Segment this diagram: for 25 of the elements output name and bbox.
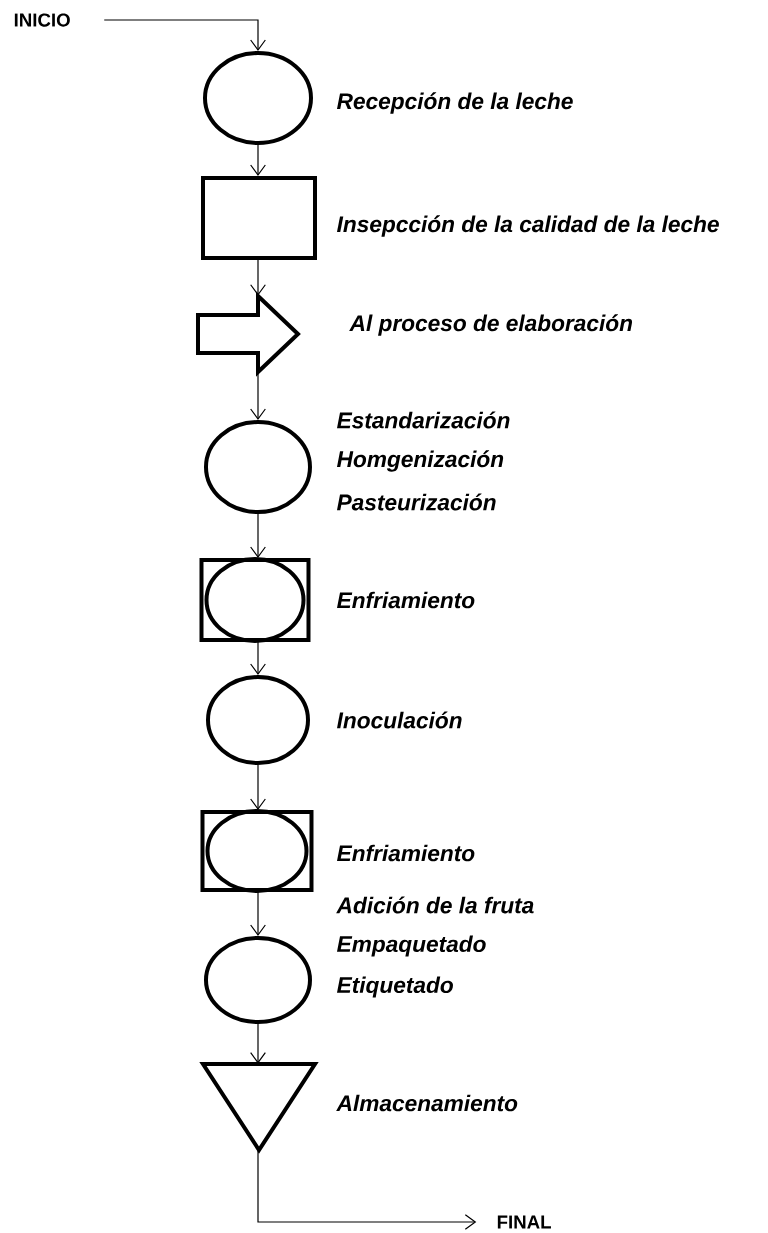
step-label: Estandarización: [337, 411, 510, 429]
step-label: Almacenamiento: [336, 1094, 518, 1112]
arrow: [250, 371, 266, 420]
arrow: [250, 764, 266, 810]
step-label: Homgenización: [337, 450, 504, 472]
arrow: [257, 1149, 477, 1230]
step-label: Al proceso de elaboración: [349, 314, 633, 336]
step-label: Empaquetado: [337, 935, 486, 957]
arrow: [250, 513, 266, 558]
step-label: Enfriamiento: [337, 591, 475, 609]
arrow: [250, 259, 266, 296]
arrow: [250, 891, 266, 936]
arrow: [103, 19, 266, 51]
arrow: [250, 144, 266, 176]
step-label: Pasteurización: [337, 493, 496, 511]
step-label: Adición de la fruta: [336, 896, 534, 914]
terminal-label: FINAL: [497, 1215, 551, 1229]
step-label: Enfriamiento: [337, 844, 475, 862]
step-label: Etiquetado: [337, 976, 453, 998]
step-label: Recepción de la leche: [337, 92, 573, 114]
step-label: Insepcción de la calidad de la leche: [337, 215, 719, 237]
terminal-label: INICIO: [14, 13, 70, 27]
arrow: [250, 641, 266, 675]
arrow: [250, 1023, 266, 1064]
step-label: Inoculación: [337, 711, 462, 729]
